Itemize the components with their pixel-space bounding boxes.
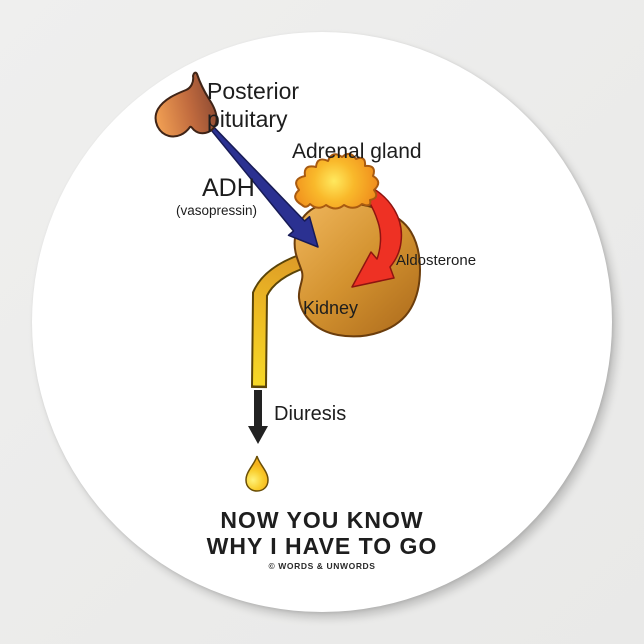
diuresis-label: Diuresis (274, 403, 347, 425)
kidney-label: Kidney (303, 298, 359, 318)
posterior-pituitary-label-line1: Posterior (207, 78, 300, 104)
credit-line: © WORDS & UNWORDS (268, 561, 376, 571)
posterior-pituitary-label: Posterior pituitary (207, 77, 299, 133)
adh-arrow (209, 125, 319, 248)
caption-headline: NOW YOU KNOW WHY I HAVE TO GO (0, 507, 644, 559)
adrenal-gland-label: Adrenal gland (292, 140, 422, 163)
aldosterone-label: Aldosterone (396, 252, 477, 269)
posterior-pituitary-shape (154, 71, 218, 138)
posterior-pituitary-label-line2: pituitary (207, 106, 288, 132)
caption-line2: WHY I HAVE TO GO (206, 533, 438, 559)
adh-label: ADH (202, 174, 255, 202)
aldosterone-arrow (351, 184, 403, 288)
adrenal-gland-shape (294, 153, 380, 210)
diuresis-arrow (248, 390, 268, 444)
ureter-tube-shape (251, 252, 309, 389)
vasopressin-label: (vasopressin) (176, 203, 258, 218)
caption-line1: NOW YOU KNOW (220, 507, 424, 533)
urine-drop-shape (245, 455, 269, 492)
